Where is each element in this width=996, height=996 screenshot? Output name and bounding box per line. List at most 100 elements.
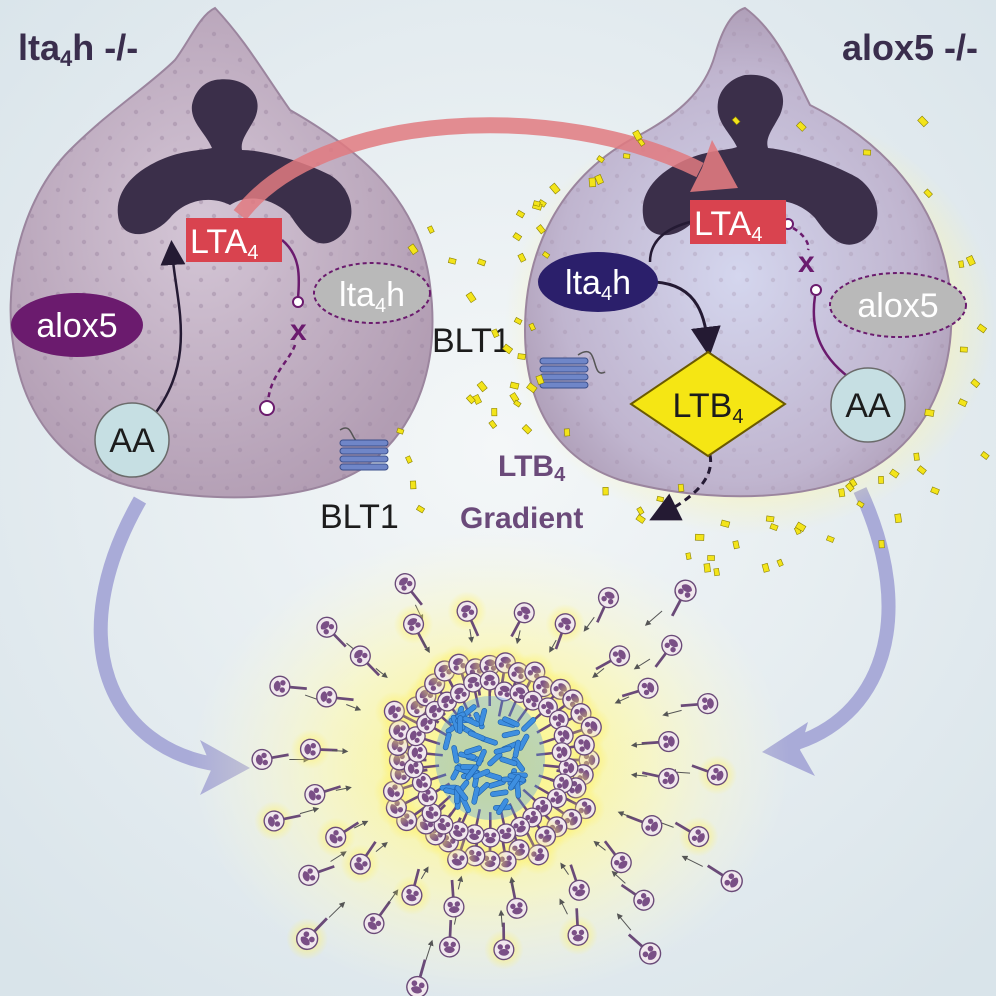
ltb4-particle: [541, 250, 551, 259]
migration-arrow: [583, 616, 595, 632]
left-aa-label: AA: [109, 422, 155, 460]
neutrophil: [304, 783, 342, 806]
left-aa-to-lta4-line: [149, 240, 186, 421]
neutrophil: [680, 693, 719, 715]
neutrophil: [596, 587, 620, 623]
right-blt1-label: BLT1: [432, 322, 511, 360]
bacterium: [463, 745, 482, 755]
ltb4-particle: [894, 513, 902, 524]
ltb4-particle: [532, 200, 541, 207]
bacterium: [462, 715, 480, 727]
migration-arrow: [592, 667, 605, 678]
neutrophil: [534, 784, 567, 809]
ltb4-particle: [594, 174, 604, 185]
migration-arrow: [644, 610, 663, 626]
lta4-transfer-arrowhead: [690, 140, 738, 192]
ltb4-particle: [513, 399, 522, 408]
left-lta4-to-block-line: [281, 239, 301, 299]
ltb4-particle: [959, 346, 968, 353]
neutrophil: [443, 879, 465, 918]
right-lta4-to-lta4h-line: [648, 220, 691, 263]
right-aa-circle: [830, 367, 906, 443]
right-ltb4-label: LTB4: [673, 387, 744, 428]
neutrophil: [641, 767, 680, 790]
ltb4-particle: [694, 533, 705, 541]
ltb4-particle: [849, 478, 858, 488]
neutrophil: [251, 748, 289, 771]
ltb4-particle: [976, 323, 988, 334]
bacterium: [457, 715, 464, 734]
ltb4-particle: [878, 476, 884, 484]
ltb4-particle: [825, 535, 835, 543]
migration-arrow: [468, 628, 475, 643]
neutrophil: [510, 602, 535, 638]
ltb4-particle: [528, 322, 536, 332]
migration-arrow: [630, 772, 648, 779]
migration-arrow: [335, 785, 352, 792]
right-block-mark: x: [798, 246, 815, 279]
neutrophil: [480, 812, 501, 848]
neutrophil: [620, 883, 655, 911]
right-block-dotted-line-a: [792, 226, 810, 251]
ltb4-particle: [517, 252, 527, 263]
bacterium: [508, 774, 521, 791]
ltb4-particle: [632, 129, 643, 142]
neutrophil: [595, 645, 631, 671]
migration-arrow: [299, 806, 320, 815]
ltb4-gradient-label-line2: Gradient: [460, 502, 583, 535]
ltb4-particle: [761, 562, 770, 573]
migration-arrow: [593, 840, 606, 851]
migration-arrow: [328, 901, 346, 918]
neutrophil: [449, 683, 472, 718]
neutrophil: [421, 794, 452, 824]
ltb4-particle: [913, 452, 920, 461]
migration-arrow: [617, 811, 633, 819]
ltb4-particle: [563, 428, 571, 437]
ltb4-particle: [713, 567, 720, 577]
migration-arrow: [331, 748, 349, 755]
right-lta4h-to-ltb4-line: [654, 280, 721, 357]
right-flow-arrow: [788, 487, 896, 752]
migration-arrow: [354, 820, 369, 829]
ltb4-particle: [515, 209, 526, 219]
neutrophil: [394, 573, 423, 606]
migration-arrow: [560, 862, 569, 875]
ltb4-particle: [407, 243, 419, 256]
ltb4-particle: [427, 225, 435, 234]
ltb4-particle: [685, 552, 692, 560]
left-lta4h-missing-oval: [313, 262, 431, 324]
migration-arrow: [420, 866, 429, 880]
ltb4-particle: [980, 450, 990, 461]
ltb4-diamond: [629, 350, 787, 458]
migration-arrow: [681, 855, 703, 867]
ltb4-particle: [707, 555, 715, 561]
bacterium: [490, 789, 509, 797]
neutrophil: [621, 677, 659, 699]
ltb4-particle: [396, 427, 405, 435]
neutrophil: [558, 908, 598, 956]
right-block-node-mid: [810, 284, 822, 296]
ltb4-particle: [838, 488, 846, 498]
neutrophil: [447, 591, 487, 637]
neutrophil: [407, 742, 443, 763]
ltb4-particle: [656, 495, 665, 503]
right-lta4-box: [690, 200, 786, 244]
bacterium: [499, 756, 518, 767]
bacterium: [472, 768, 491, 780]
ltb4-particle: [924, 408, 935, 417]
left-block-node-bottom: [259, 400, 275, 416]
neutrophil: [392, 868, 432, 915]
right-lta4h-label: lta4h: [565, 264, 631, 305]
left-block-mark: x: [290, 314, 307, 347]
neutrophil: [290, 729, 338, 770]
ltb4-particle: [958, 260, 965, 269]
migration-arrow: [559, 898, 568, 915]
right-lta4h-oval: [538, 252, 658, 312]
right-alox5-missing-label: alox5: [857, 287, 938, 325]
ltb4-particle: [409, 480, 417, 490]
ltb4-particle: [917, 115, 929, 128]
ltb4-particle: [535, 374, 545, 385]
ltb4-particle: [889, 468, 900, 479]
ltb4-particle: [588, 177, 597, 188]
neutrophil: [528, 697, 558, 726]
